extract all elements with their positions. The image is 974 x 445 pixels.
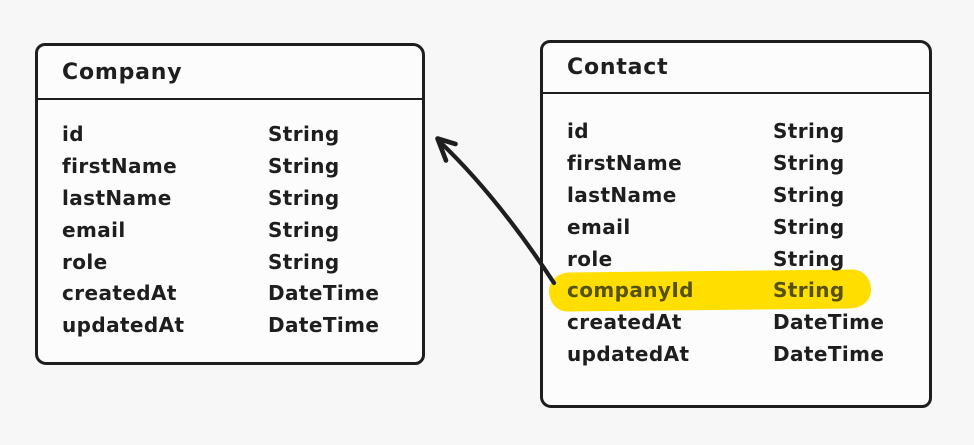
field-row-firstName: firstName String [567, 147, 913, 179]
field-row-role: role String [567, 243, 913, 275]
field-name: updatedAt [567, 342, 690, 367]
relation-arrowhead [435, 136, 458, 163]
field-name: createdAt [567, 310, 682, 335]
field-type: DateTime [773, 310, 885, 335]
field-type: String [773, 118, 845, 143]
field-row-updatedAt: updatedAt DateTime [62, 309, 406, 341]
field-name: role [62, 249, 108, 274]
field-type: String [268, 249, 340, 274]
field-row-updatedAt: updatedAt DateTime [567, 338, 913, 370]
field-row-id: id String [567, 115, 913, 147]
field-name: email [62, 217, 126, 242]
field-name: firstName [62, 153, 178, 178]
field-row-createdAt: createdAt DateTime [62, 277, 406, 309]
field-row-createdAt: createdAt DateTime [567, 306, 913, 338]
entity-title-company: Company [38, 46, 422, 100]
field-name: email [567, 214, 631, 239]
field-name: id [567, 118, 589, 143]
field-row-firstName: firstName String [62, 150, 406, 182]
field-name: firstName [567, 150, 683, 175]
field-type: String [773, 246, 845, 271]
field-type: DateTime [268, 313, 380, 338]
field-row-email: email String [567, 211, 913, 243]
field-name: createdAt [62, 281, 177, 306]
relation-arrow-shaft [436, 138, 557, 286]
field-type: String [773, 214, 845, 239]
field-type: String [773, 182, 845, 207]
field-row-companyId: companyId String [548, 269, 913, 312]
field-name: role [567, 246, 613, 271]
field-name: lastName [62, 185, 172, 210]
field-type: String [268, 185, 340, 210]
field-row-email: email String [62, 214, 406, 246]
field-type: DateTime [268, 281, 380, 306]
field-type: String [268, 121, 340, 146]
field-row-lastName: lastName String [62, 182, 406, 214]
field-type: DateTime [773, 342, 885, 367]
field-name: companyId [567, 278, 694, 303]
field-type: String [773, 150, 845, 175]
field-name: id [62, 121, 84, 146]
field-name: lastName [567, 182, 677, 207]
field-name: updatedAt [62, 313, 185, 338]
field-row-role: role String [62, 246, 406, 278]
entity-title-contact: Contact [543, 43, 929, 94]
field-type: String [268, 153, 340, 178]
field-row-id: id String [62, 118, 406, 150]
field-type: String [268, 217, 340, 242]
field-row-lastName: lastName String [567, 179, 913, 211]
field-type: String [773, 278, 845, 303]
